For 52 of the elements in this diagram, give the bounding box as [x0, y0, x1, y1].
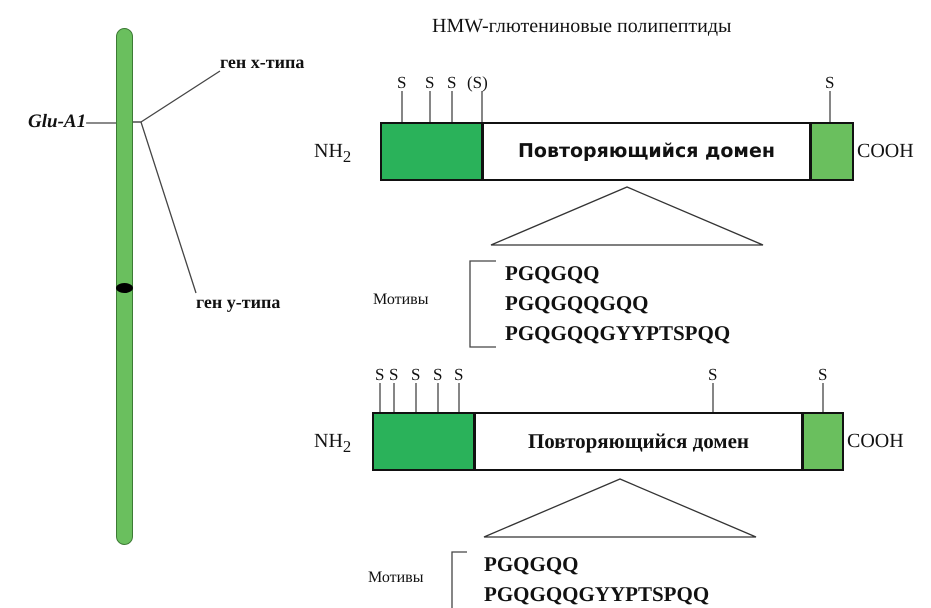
chromosome-bar [116, 28, 133, 545]
expansion-triangle [483, 478, 757, 538]
leader-line [401, 91, 403, 122]
site-label: S [454, 366, 464, 383]
leader-line [379, 383, 381, 412]
site-label: S [818, 366, 828, 383]
site-label: S [375, 366, 384, 383]
terminus-label: NH$_{2}$ [314, 141, 352, 166]
site-label: S [411, 366, 420, 383]
motif-sequence: PGQGQQGYYPTSPQQ [484, 584, 710, 605]
site-label: S [825, 74, 834, 91]
leader-line [415, 383, 417, 412]
c-terminal-domain [802, 412, 844, 471]
leader-line [86, 122, 116, 124]
domain-name: Повторяющийся домен [518, 142, 775, 161]
leader-line [481, 91, 483, 122]
leader-line [712, 383, 714, 412]
motif-caption: Мотивы [373, 292, 428, 308]
motif-sequence: PGQGQQ [484, 554, 578, 575]
n-terminal-domain [380, 122, 483, 181]
leader-line [393, 383, 395, 412]
repeat-domain [474, 412, 803, 471]
site-label: S [425, 74, 434, 91]
terminus-label: COOH [847, 431, 904, 451]
leader-line [437, 383, 439, 412]
site-label: S [433, 366, 442, 383]
c-terminal-domain [810, 122, 854, 181]
leader-line [429, 91, 431, 122]
leader-line [829, 91, 831, 122]
site-label: S [389, 366, 398, 383]
motif-sequence: PGQGQQGYYPTSPQQ [505, 323, 730, 344]
n-terminal-domain [372, 412, 475, 471]
repeat-domain [482, 122, 811, 181]
site-label: (S) [467, 74, 488, 91]
leader-line [133, 121, 197, 294]
locus-label: Glu-A1 [28, 112, 86, 131]
leader-line [451, 91, 453, 122]
motif-sequence: PGQGQQ [505, 263, 600, 284]
terminus-label: NH$_{2}$ [314, 431, 352, 456]
site-label: S [397, 74, 406, 91]
gene-label: ген y-типа [196, 293, 280, 311]
site-label: S [447, 74, 456, 91]
diagram-title: HMW-глютениновые полипептиды [432, 16, 732, 36]
motif-caption: Мотивы [368, 570, 424, 586]
terminus-label: COOH [857, 141, 914, 161]
gene-label: ген x-типа [220, 53, 304, 71]
leader-line [822, 383, 824, 412]
site-label: S [708, 366, 718, 383]
motif-sequence: PGQGQQGQQ [505, 293, 649, 314]
leader-line [458, 383, 460, 412]
expansion-triangle [490, 186, 764, 246]
domain-name: Повторяющийся домен [528, 431, 750, 452]
